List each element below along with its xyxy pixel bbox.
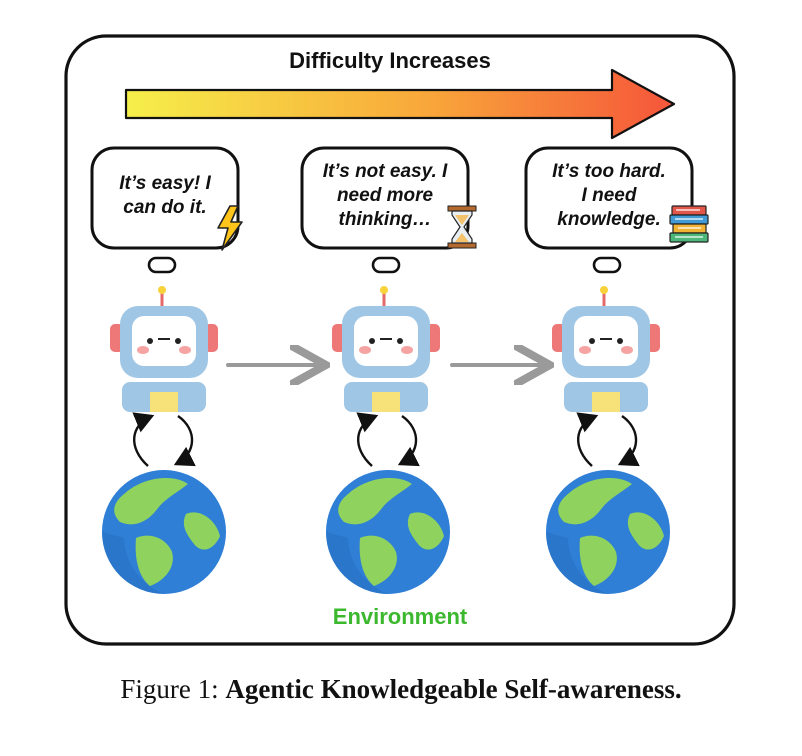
bubble-1-line-2: can do it. xyxy=(123,197,207,218)
caption-title: Agentic Knowledgeable Self-awareness. xyxy=(225,674,682,704)
bubble-3-line-2: I need xyxy=(581,185,637,206)
robot-1 xyxy=(110,286,218,412)
robot-3 xyxy=(552,286,660,412)
interaction-arrows-3 xyxy=(576,412,640,467)
difficulty-label: Difficulty Increases xyxy=(289,48,491,73)
lightning-icon xyxy=(217,205,243,251)
bubble-text-3: It’s too hard. I need knowledge. xyxy=(530,160,688,232)
bubble-2-line-3: thinking… xyxy=(338,209,432,230)
thought-dot-1 xyxy=(147,256,177,274)
speech-bubble-1 xyxy=(90,146,240,250)
books-icon xyxy=(669,205,709,243)
thought-dot-2 xyxy=(371,256,401,274)
speech-bubble-2 xyxy=(300,146,470,250)
interaction-arrows-2 xyxy=(356,412,420,467)
bubble-1-line-1: It’s easy! I xyxy=(119,173,211,194)
bubble-text-2: It’s not easy. I need more thinking… xyxy=(306,160,464,232)
caption-prefix: Figure 1: xyxy=(120,674,226,704)
hourglass-icon xyxy=(447,205,477,249)
bubble-2-line-2: need more xyxy=(336,185,434,206)
globe-1 xyxy=(102,470,226,594)
bubble-3-line-1: It’s too hard. xyxy=(552,161,666,182)
bubble-text-1: It’s easy! I can do it. xyxy=(96,172,234,220)
outer-frame xyxy=(64,34,736,646)
figure-caption: Figure 1: Agentic Knowledgeable Self-awa… xyxy=(0,674,802,705)
globe-3 xyxy=(546,470,670,594)
interaction-arrows-1 xyxy=(132,412,196,467)
bubble-3-line-3: knowledge. xyxy=(557,209,661,230)
bubble-2-line-1: It’s not easy. I xyxy=(322,161,448,182)
speech-bubble-3 xyxy=(524,146,694,250)
thought-dot-3 xyxy=(592,256,622,274)
difficulty-arrow xyxy=(124,68,676,140)
environment-label: Environment xyxy=(332,604,468,629)
globe-2 xyxy=(326,470,450,594)
robot-2 xyxy=(332,286,440,412)
diagram-canvas xyxy=(64,34,736,646)
